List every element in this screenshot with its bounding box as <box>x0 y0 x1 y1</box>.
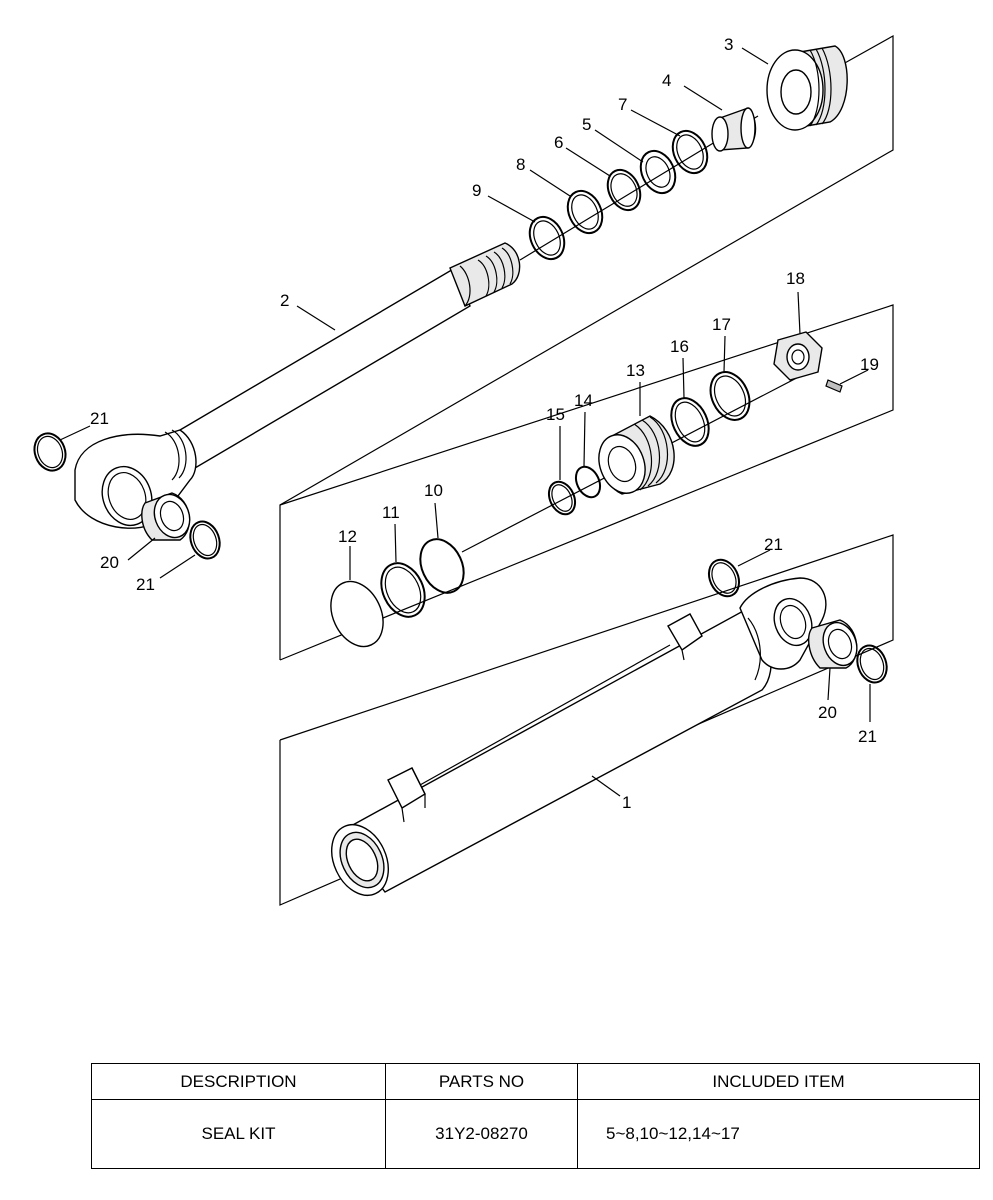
part-8-ring <box>566 189 604 235</box>
part-19-set-screw <box>825 379 843 393</box>
part-3-rod-cover <box>766 45 848 131</box>
callout-20-b: 20 <box>818 703 837 722</box>
callout-15: 15 <box>546 405 565 424</box>
callout-8: 8 <box>516 155 525 174</box>
part-14-ring <box>574 465 602 499</box>
part-21-ring-c <box>707 558 741 598</box>
cell-description: SEAL KIT <box>91 1099 386 1169</box>
callout-19: 19 <box>860 355 879 374</box>
part-20-bushing-tube <box>808 619 858 669</box>
cell-parts-no: 31Y2-08270 <box>385 1099 578 1169</box>
callout-18: 18 <box>786 269 805 288</box>
callout-21-c: 21 <box>764 535 783 554</box>
callout-7: 7 <box>618 95 627 114</box>
callout-17: 17 <box>712 315 731 334</box>
part-6-ring <box>606 168 642 212</box>
piston-group-frame <box>279 304 894 661</box>
callout-12: 12 <box>338 527 357 546</box>
table-header-row: DESCRIPTION PARTS NO INCLUDED ITEM <box>91 1063 980 1100</box>
part-11-ring <box>380 562 426 618</box>
column-header-parts-no: PARTS NO <box>385 1063 578 1100</box>
part-13-piston <box>598 415 675 495</box>
tube-group-frame <box>279 534 894 906</box>
part-20-bushing-rod <box>141 492 191 541</box>
part-9-snap-ring <box>528 215 566 261</box>
part-21-ring-a <box>33 432 67 472</box>
part-7-ring <box>671 129 709 175</box>
leader-lines <box>59 47 871 797</box>
exploded-cylinder-diagram: 3 4 7 5 6 8 9 2 21 20 21 18 19 17 16 13 … <box>33 34 894 906</box>
callout-3: 3 <box>724 35 733 54</box>
callout-5: 5 <box>582 115 591 134</box>
part-16-ring <box>670 397 710 447</box>
part-4-bushing <box>711 107 757 152</box>
part-15-ring <box>547 480 577 516</box>
callout-16: 16 <box>670 337 689 356</box>
callout-4: 4 <box>662 71 671 90</box>
part-12-ring <box>330 580 384 648</box>
part-1-cylinder-tube <box>331 577 827 896</box>
callout-21-a: 21 <box>90 409 109 428</box>
part-10-ring <box>419 538 465 594</box>
part-2-piston-rod <box>74 242 521 529</box>
column-header-description: DESCRIPTION <box>91 1063 386 1100</box>
table-row: SEAL KIT 31Y2-08270 5~8,10~12,14~17 <box>91 1099 980 1169</box>
part-18-nut <box>773 331 823 381</box>
column-header-included-item: INCLUDED ITEM <box>577 1063 980 1100</box>
callout-9: 9 <box>472 181 481 200</box>
callout-1: 1 <box>622 793 631 812</box>
part-21-ring-b <box>189 520 221 560</box>
callout-2: 2 <box>280 291 289 310</box>
callout-21-b: 21 <box>136 575 155 594</box>
seal-kit-table: DESCRIPTION PARTS NO INCLUDED ITEM SEAL … <box>91 1063 980 1169</box>
callout-13: 13 <box>626 361 645 380</box>
part-5-ring <box>639 149 677 195</box>
callout-14: 14 <box>574 391 593 410</box>
part-21-ring-d <box>856 644 888 684</box>
callout-21-d: 21 <box>858 727 877 746</box>
callout-6: 6 <box>554 133 563 152</box>
callout-11: 11 <box>382 503 400 522</box>
part-17-ring <box>709 371 751 421</box>
callout-20-a: 20 <box>100 553 119 572</box>
rod-group-frame <box>279 34 894 660</box>
cell-included-item: 5~8,10~12,14~17 <box>577 1099 980 1169</box>
callout-10: 10 <box>424 481 443 500</box>
